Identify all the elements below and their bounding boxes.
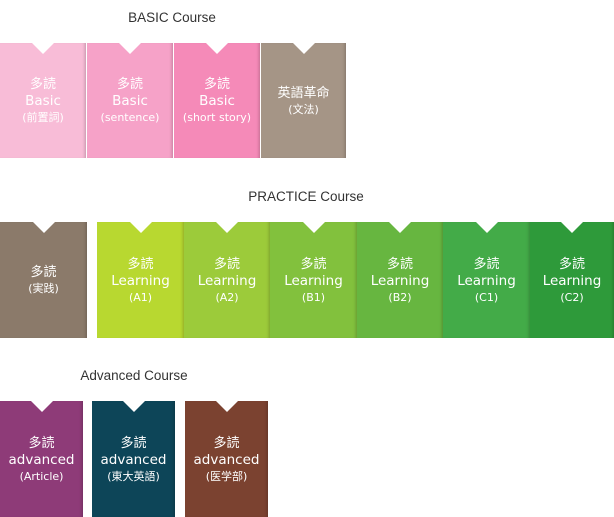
card-subtitle: (C1) xyxy=(474,290,499,304)
card-title: 多読 xyxy=(213,256,240,272)
card-level: advanced xyxy=(8,451,75,468)
card-title: 多読 xyxy=(386,256,413,272)
card-notch xyxy=(389,222,411,233)
course-title: PRACTICE Course xyxy=(248,189,364,204)
card-notch xyxy=(129,222,152,233)
card-notch xyxy=(302,222,325,233)
card-notch xyxy=(119,43,141,54)
card-level: advanced xyxy=(100,451,167,468)
course-card[interactable]: 多読 (実践) xyxy=(0,222,87,338)
card-subtitle: (short story) xyxy=(182,111,252,124)
card-subtitle: (A1) xyxy=(128,290,153,304)
card-subtitle: (Article) xyxy=(19,469,64,483)
card-subtitle: (実践) xyxy=(28,282,59,295)
card-level: Learning xyxy=(197,272,257,289)
card-title: 多読 xyxy=(116,77,143,92)
card-notch xyxy=(292,43,315,54)
card-notch xyxy=(122,401,145,412)
card-title: 多読 xyxy=(29,77,56,92)
card-level: Learning xyxy=(457,272,516,289)
card-level: Basic xyxy=(199,93,235,109)
card-title: 多読 xyxy=(127,256,154,272)
card-title: 多読 xyxy=(30,265,57,280)
card-subtitle: (sentence) xyxy=(100,111,160,124)
card-subtitle: (C2) xyxy=(560,290,584,304)
card-subtitle: (B1) xyxy=(301,290,326,304)
card-title: 多読 xyxy=(213,435,240,451)
card-subtitle: (医学部) xyxy=(205,469,248,483)
card-notch xyxy=(32,43,54,54)
course-title: Advanced Course xyxy=(80,368,188,383)
card-level: Basic xyxy=(25,93,61,109)
course-title: BASIC Course xyxy=(128,10,216,25)
card-subtitle: (前置詞) xyxy=(22,111,64,124)
course-card[interactable]: 英語革命(文法) xyxy=(261,43,346,158)
card-notch xyxy=(215,401,238,412)
card-subtitle: (B2) xyxy=(388,290,412,304)
card-title: 多読 xyxy=(203,77,230,92)
card-level: Learning xyxy=(111,272,170,289)
card-title: 多読 xyxy=(28,435,55,451)
card-level: Learning xyxy=(284,272,343,289)
card-level: Basic xyxy=(112,93,148,109)
card-subtitle: (東大英語) xyxy=(107,469,160,483)
card-title: 多読 xyxy=(473,256,500,272)
card-level: Learning xyxy=(542,272,602,289)
card-notch xyxy=(475,222,498,233)
card-notch xyxy=(32,222,55,233)
card-subtitle: (文法) xyxy=(288,102,319,116)
card-title: 多読 xyxy=(120,435,147,451)
card-title: 英語革命 xyxy=(277,85,330,101)
card-level: advanced xyxy=(193,451,260,468)
card-title: 多読 xyxy=(558,256,585,272)
card-subtitle: (A2) xyxy=(215,290,239,304)
card-notch xyxy=(30,401,53,412)
card-title: 多読 xyxy=(300,256,327,272)
card-notch xyxy=(561,222,583,233)
card-notch xyxy=(206,43,228,54)
card-level: Learning xyxy=(370,272,430,289)
card-notch xyxy=(216,222,238,233)
